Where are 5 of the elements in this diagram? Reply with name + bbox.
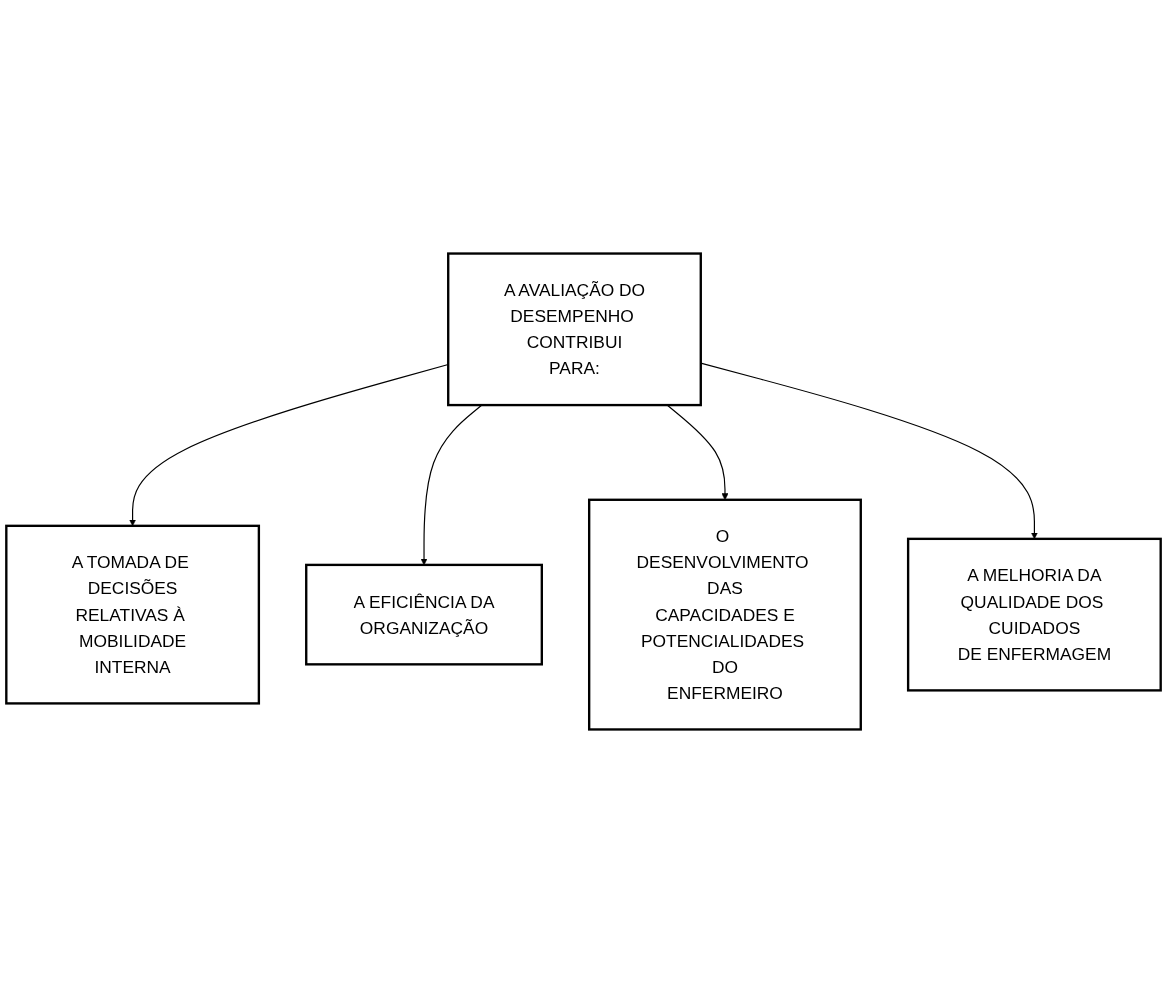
node-box: A AVALIAÇÃO DO DESEMPENHO CONTRIBUI PARA: <box>447 252 702 407</box>
node-box: A EFICIÊNCIA DA ORGANIZAÇÃO <box>305 563 543 666</box>
node-box: O DESENVOLVIMENTO DAS CAPACIDADES E POTENCIALIDADES DO ENFERMEIRO <box>588 498 862 731</box>
node-box: A TOMADA DE DECISÕES RELATIVAS À MOBILIDADE INTERNA <box>5 524 261 705</box>
node-box: A MELHORIA DA QUALIDADE DOS CUIDADOS DE ENFERMAGEM <box>906 537 1162 692</box>
